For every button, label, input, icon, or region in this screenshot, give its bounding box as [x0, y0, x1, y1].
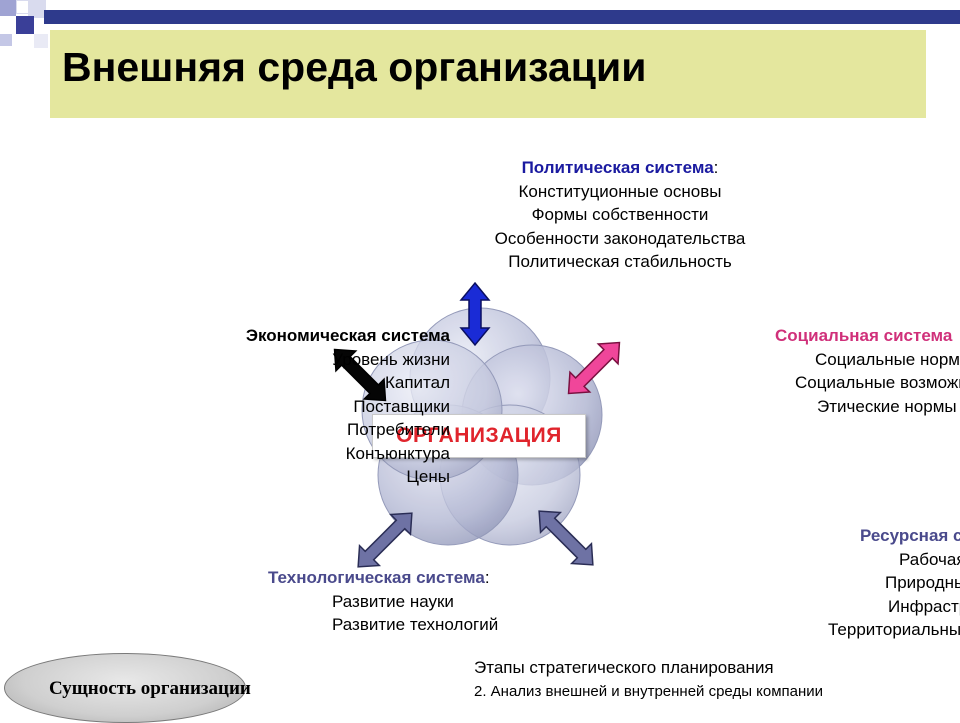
footer-line-1: Этапы стратегического планирования [474, 658, 774, 677]
economic-item: Капитал [384, 373, 450, 392]
resource-system-clip: Ресурсная система Рабочая сила Природные… [820, 524, 960, 654]
footer-line-2: 2. Анализ внешней и внутренней среды ком… [474, 683, 824, 700]
economic-item: Конъюнктура [345, 443, 450, 463]
title-bar [50, 30, 926, 118]
organization-label: ОРГАНИЗАЦИЯ [372, 414, 586, 458]
technological-item: Развитие науки [332, 591, 454, 611]
economic-item: Уровень жизни [332, 349, 450, 369]
double-arrow-slate-left-icon [357, 512, 413, 568]
resource-item: Инфраструктура [888, 596, 960, 616]
technological-system-block: Технологическая система: Развитие науки … [268, 566, 498, 637]
social-item: Социальные нормы [815, 349, 960, 369]
double-arrow-pink-icon [567, 341, 621, 395]
economic-item: Потребители [347, 420, 450, 439]
social-item: Социальные возможности [795, 373, 960, 392]
technological-colon: : [484, 568, 490, 587]
double-arrow-slate-right-icon [538, 510, 594, 566]
resource-item: Природные ресурсы [885, 573, 960, 592]
social-system-block: Социальная система Социальные нормы Соци… [775, 324, 960, 418]
resource-item: Территориальные ресурсы [828, 620, 960, 639]
political-system-block: Политическая система: Конституционные ос… [460, 156, 780, 274]
technological-system-heading: Технологическая система [268, 568, 485, 587]
political-item: Конституционные основы [518, 181, 722, 201]
political-item: Формы собственности [531, 205, 709, 224]
political-system-heading: Политическая система [521, 158, 714, 177]
footer: Этапы стратегического планирования 2. Ан… [474, 656, 823, 704]
social-system-clip: Социальная система Социальные нормы Соци… [760, 324, 960, 434]
economic-system-block: Экономическая система Уровень жизни Капи… [246, 324, 450, 489]
political-item: Политическая стабильность [508, 252, 732, 271]
economic-item: Поставщики [353, 396, 450, 416]
economic-item: Цены [406, 467, 450, 486]
page-title: Внешняя среда организации [62, 44, 647, 90]
organization-essence-label[interactable]: Сущность организации [49, 678, 251, 699]
header-top-line [44, 10, 960, 24]
social-system-heading: Социальная система [775, 326, 953, 345]
double-arrow-blue-icon [459, 281, 491, 347]
technological-item: Развитие технологий [332, 615, 499, 634]
resource-system-block: Ресурсная система Рабочая сила Природные… [820, 524, 960, 642]
economic-system-heading: Экономическая система [245, 326, 450, 345]
resource-system-heading: Ресурсная система [860, 526, 960, 545]
resource-item: Рабочая сила [899, 549, 960, 569]
social-item: Этические нормы [817, 396, 957, 416]
corner-decoration [0, 0, 60, 60]
political-item: Особенности законодательства [494, 228, 746, 248]
organization-essence-button[interactable] [4, 653, 246, 723]
political-colon: : [713, 158, 719, 177]
double-arrow-black-icon [333, 348, 387, 402]
